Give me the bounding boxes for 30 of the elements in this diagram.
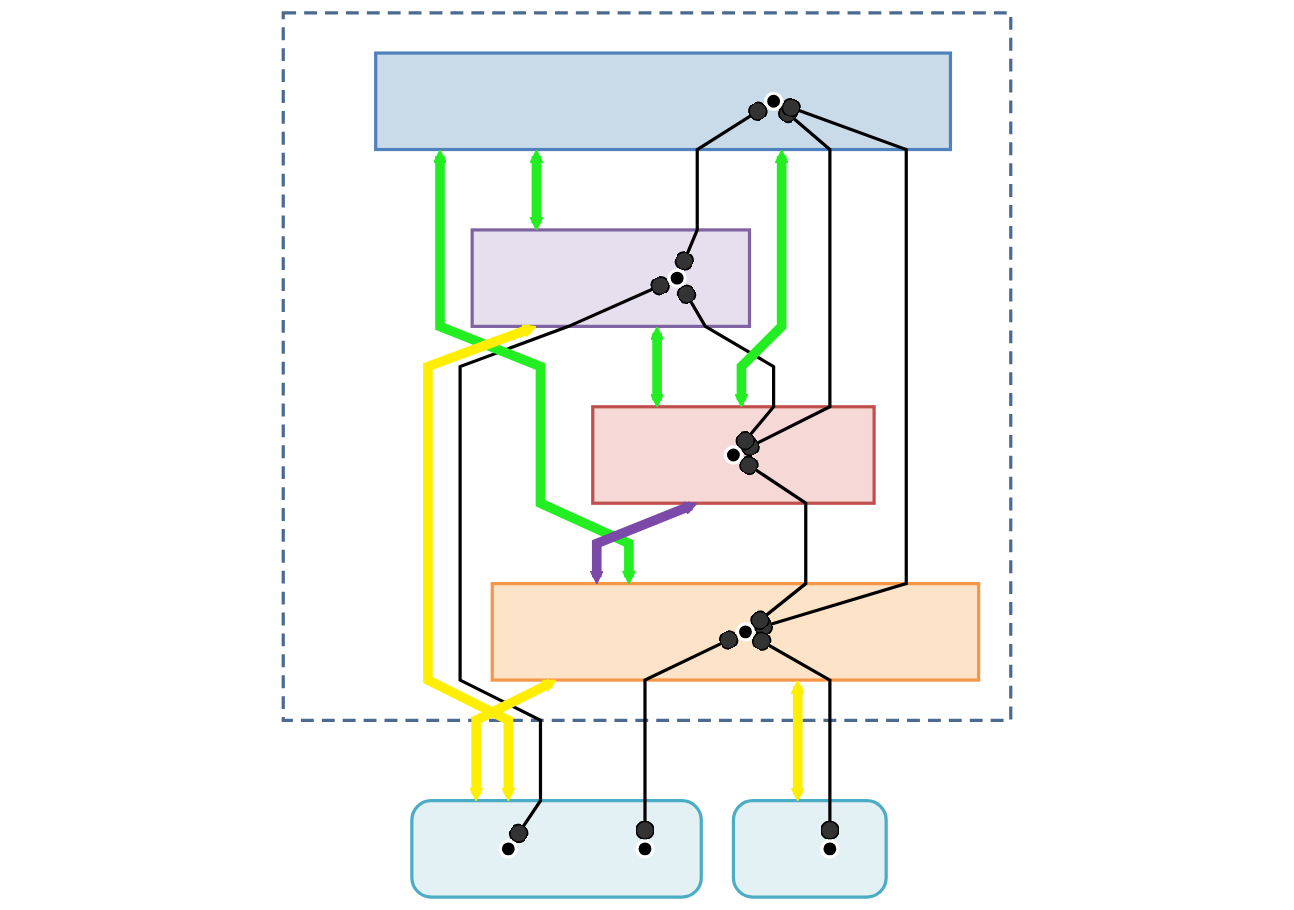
node-circle bbox=[635, 839, 655, 859]
cluster bbox=[490, 582, 981, 682]
arrow bbox=[423, 324, 537, 802]
arrow bbox=[432, 149, 636, 585]
cluster bbox=[731, 799, 888, 899]
connector bbox=[751, 631, 840, 841]
node-circle bbox=[667, 268, 687, 288]
arrow bbox=[469, 678, 557, 802]
arrow bbox=[589, 501, 698, 585]
connector bbox=[676, 284, 776, 451]
node-circle bbox=[498, 839, 518, 859]
connector bbox=[635, 630, 739, 841]
cluster bbox=[374, 51, 953, 152]
cluster bbox=[281, 11, 1013, 722]
connector bbox=[739, 103, 832, 457]
cluster bbox=[410, 799, 703, 899]
connector bbox=[674, 101, 768, 272]
arrow bbox=[734, 149, 789, 408]
node-circle bbox=[723, 445, 744, 465]
cluster bbox=[470, 228, 752, 328]
arrow bbox=[529, 149, 544, 231]
node-circle bbox=[763, 91, 784, 111]
connector bbox=[752, 97, 908, 637]
connector bbox=[739, 455, 808, 630]
arrow bbox=[790, 680, 805, 802]
arrow bbox=[649, 326, 665, 408]
cluster bbox=[591, 405, 876, 505]
connector bbox=[458, 276, 671, 844]
node-circle bbox=[735, 622, 756, 642]
node-circle bbox=[820, 839, 840, 859]
